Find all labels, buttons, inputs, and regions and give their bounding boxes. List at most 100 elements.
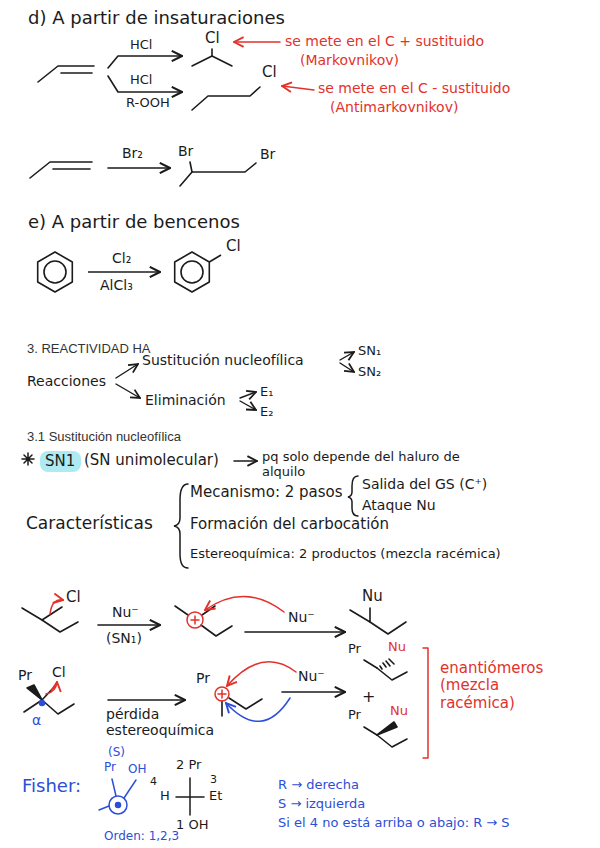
note-text: (Antimarkovnikov) xyxy=(330,99,458,115)
fischer-sketch-stroke xyxy=(112,779,116,796)
alkene-addition-stroke xyxy=(192,87,260,110)
alkene-addition-stroke xyxy=(108,167,170,169)
sn1-reaction-two-stroke xyxy=(282,691,345,693)
note-text: α xyxy=(32,712,41,728)
sn1-notes-stroke xyxy=(174,484,188,568)
sn1-reaction-one-stroke xyxy=(245,631,345,633)
note-text: Br₂ xyxy=(122,145,143,161)
note-text: 3 xyxy=(210,774,217,787)
note-text: se mete en el C - sustituido xyxy=(318,80,510,96)
stereo-arrows-stroke xyxy=(218,690,226,698)
sn1-reaction-two-stroke xyxy=(377,668,407,680)
sn1-reaction-one-stroke xyxy=(350,608,370,622)
note-text: Cl xyxy=(52,664,66,680)
note-text: 3.1 Sustitución nucleofílica xyxy=(27,430,181,445)
stereo-arrows xyxy=(46,648,428,758)
note-text: Cl₂ xyxy=(112,250,131,266)
reaction-tree xyxy=(116,352,354,410)
note-text: Pr xyxy=(196,670,210,686)
note-text: e) A partir de bencenos xyxy=(28,212,240,233)
note-text: (SN unimolecular) xyxy=(84,452,219,469)
note-text: (S) xyxy=(108,746,125,760)
note-text: 2 Pr xyxy=(176,758,201,773)
sn1-reaction-two-stroke xyxy=(27,685,42,700)
note-text: Pr xyxy=(104,761,116,775)
note-text: SN₁ xyxy=(358,344,381,359)
stereo-blue-marks-stroke xyxy=(40,701,45,706)
note-text: Nu xyxy=(390,704,408,719)
sn1-electron-arrows-stroke xyxy=(191,616,199,624)
note-text: S → izquierda xyxy=(278,797,365,812)
benzene-halogenation-stroke xyxy=(88,271,160,273)
note-text: Fisher: xyxy=(22,776,81,797)
node-text: SN1 xyxy=(45,453,76,470)
note-text: pérdida estereoquímica xyxy=(106,706,206,738)
sn1-notes-stroke xyxy=(234,460,257,462)
note-text: Nu⁻ xyxy=(112,604,139,620)
reaction-tree-stroke xyxy=(116,364,138,378)
alkene-addition-stroke xyxy=(61,72,92,74)
sn1-electron-arrows xyxy=(50,596,284,628)
sn1-reaction-two-stroke xyxy=(380,659,394,669)
sn1-notes-stroke xyxy=(348,476,358,516)
sn1-reaction-two xyxy=(24,659,407,747)
sn1-reaction-two-stroke xyxy=(377,722,397,735)
note-text: Nu⁻ xyxy=(288,609,315,625)
note-text: Nu xyxy=(388,640,406,655)
note-text: AlCl₃ xyxy=(100,277,133,293)
note-text: pq solo depende del haluro de alquilo xyxy=(262,450,462,480)
note-text: E₁ xyxy=(260,385,273,400)
sn1-reaction-one xyxy=(22,606,406,636)
sn1-reaction-one-stroke xyxy=(42,620,78,632)
sn1-reaction-two-stroke xyxy=(108,699,185,701)
fischer-cross xyxy=(176,778,204,815)
note-text: Eliminación xyxy=(145,392,226,408)
note-text: Pr xyxy=(348,642,361,657)
alkene-addition-stroke xyxy=(180,163,256,186)
reaction-tree-stroke xyxy=(240,401,256,410)
sn1-electron-arrows-stroke xyxy=(187,612,203,628)
fischer-sketch-stroke xyxy=(99,806,109,810)
benzene-halogenation-stroke xyxy=(181,261,203,283)
alkene-addition-stroke xyxy=(30,162,92,178)
stereo-blue-marks-stroke xyxy=(226,698,290,721)
note-text: se mete en el C + sustituido xyxy=(285,33,484,49)
note-text: Mecanismo: 2 pasos xyxy=(190,484,343,501)
note-text: Pr xyxy=(348,708,361,723)
sn1-reaction-one-stroke xyxy=(175,606,188,615)
alkene-addition-stroke xyxy=(211,49,213,56)
alkene-addition-stroke xyxy=(192,56,232,66)
alkene-addition-stroke xyxy=(108,56,182,68)
highlight-box: SN1 xyxy=(40,451,81,472)
reaction-tree-stroke xyxy=(240,392,256,398)
note-text: Cl xyxy=(262,64,277,81)
sn1-reaction-two-stroke xyxy=(42,700,74,714)
note-text: Sustitución nucleofílica xyxy=(142,352,304,368)
note-text: Br xyxy=(260,146,275,162)
note-text: R → derecha xyxy=(278,778,359,793)
note-text: HCl xyxy=(130,73,152,88)
benzene-halogenation-stroke xyxy=(44,261,66,283)
fischer-sketch xyxy=(99,779,136,814)
reaction-tree-stroke xyxy=(340,352,354,360)
note-text: + xyxy=(362,688,375,706)
reaction-tree-stroke xyxy=(116,384,140,398)
note-text: (Markovnikov) xyxy=(300,52,399,68)
note-text: Cl xyxy=(205,30,220,47)
note-text: Et xyxy=(209,789,222,804)
note-text: Si el 4 no está arriba o abajo: R → S xyxy=(278,816,510,831)
note-text: Reacciones xyxy=(27,373,106,389)
note-text: SN₂ xyxy=(358,365,381,380)
sn1-reaction-one-stroke xyxy=(98,624,160,626)
alkene-addition xyxy=(30,49,260,186)
sn1-notes-stroke xyxy=(22,453,34,465)
fischer-sketch-stroke xyxy=(116,803,121,808)
stereo-arrows-stroke xyxy=(423,648,428,758)
fischer-sketch-stroke xyxy=(109,796,127,814)
note-text: 4 xyxy=(150,776,157,789)
note-text: Pr xyxy=(18,667,32,683)
regiochemistry-arrows-stroke xyxy=(282,86,314,90)
note-text: Características xyxy=(26,514,153,534)
fischer-sketch-stroke xyxy=(124,780,136,798)
